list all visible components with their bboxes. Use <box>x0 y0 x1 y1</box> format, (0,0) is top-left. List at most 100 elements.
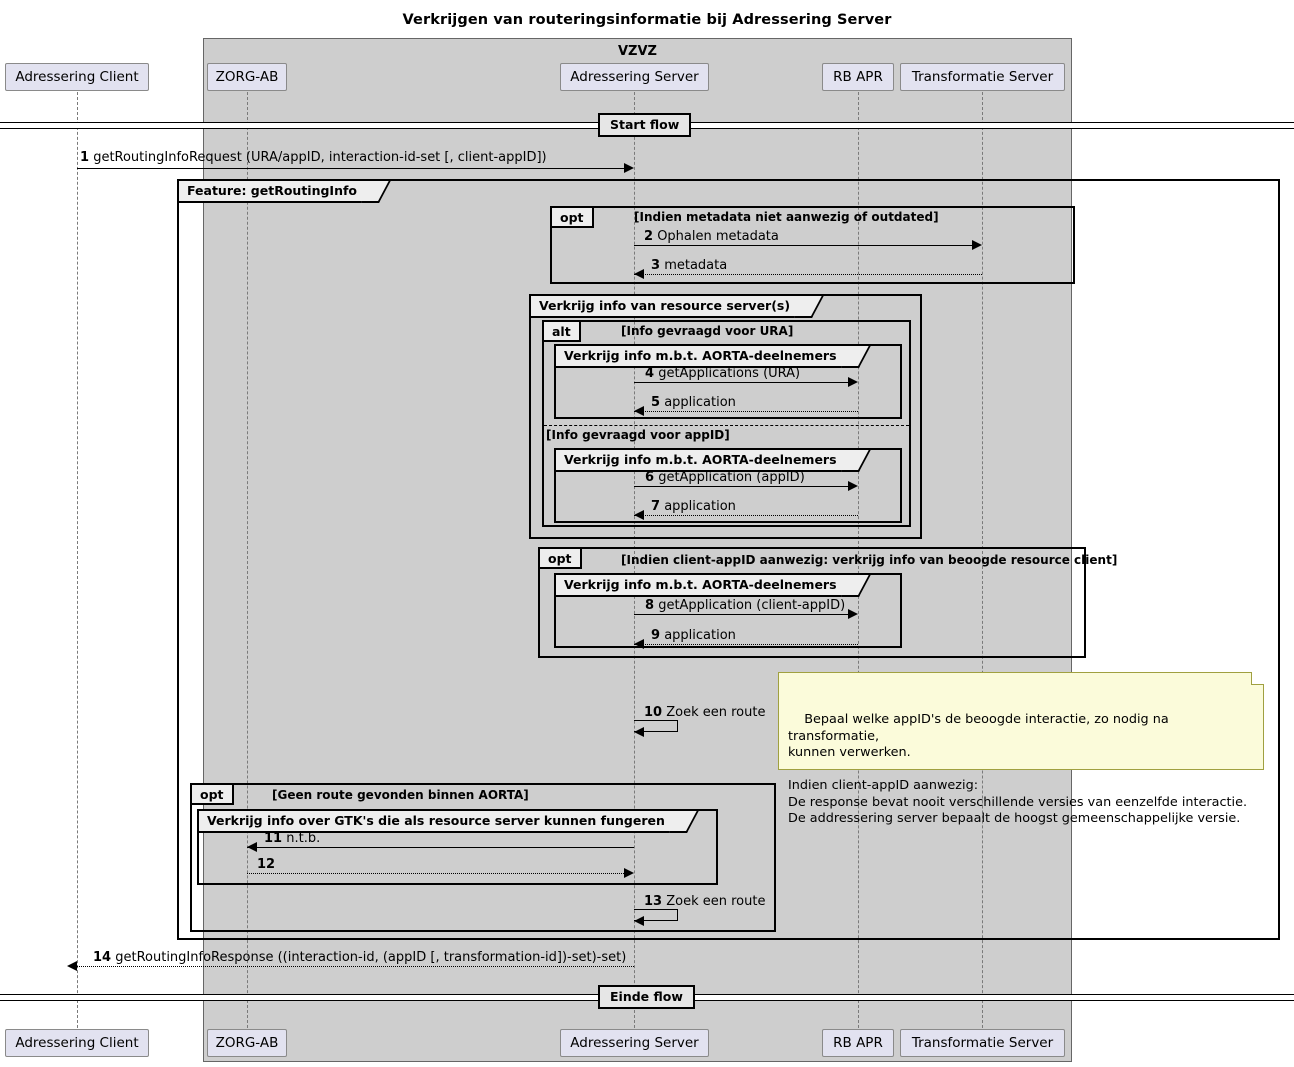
message-11-number: 11 <box>264 831 283 846</box>
message-12-label: 12 <box>257 857 275 872</box>
message-3-text: metadata <box>664 258 728 273</box>
note-text: Bepaal welke appID's de beoogde interact… <box>788 712 1248 826</box>
frame-alt-info-keyword: alt <box>552 324 571 339</box>
message-1-text: getRoutingInfoRequest (URA/appID, intera… <box>93 150 547 165</box>
frame-opt-geen-route-keyword: opt <box>200 787 224 802</box>
message-5-line <box>634 411 858 412</box>
participant-transformatie-server-top[interactable]: Transformatie Server <box>900 63 1065 91</box>
frame-opt-metadata <box>550 206 1075 284</box>
frame-opt-client-appid-condition: [Indien client-appID aanwezig: verkrijg … <box>621 553 1118 567</box>
message-1-arrowhead <box>624 163 634 173</box>
message-7-text: application <box>664 499 736 514</box>
message-6-label: 6 getApplication (appID) <box>645 470 805 485</box>
message-9-label: 9 application <box>651 628 736 643</box>
frame-group-aorta-2 <box>554 448 902 523</box>
message-7-number: 7 <box>651 499 661 514</box>
frame-group-resource-servers-tab: Verkrijg info van resource server(s) <box>531 296 813 318</box>
frame-alt-info <box>542 320 911 527</box>
group-box-vzvz: VZVZ <box>203 38 1072 1062</box>
message-14-arrowhead <box>67 961 77 971</box>
page-title: Verkrijgen van routeringsinformatie bij … <box>402 12 892 28</box>
message-10-number: 10 <box>644 705 663 720</box>
frame-group-gtk-tab: Verkrijg info over GTK's die als resourc… <box>199 811 687 833</box>
message-11-label: 11 n.t.b. <box>264 831 320 846</box>
lifeline-adressering-client <box>77 92 78 1028</box>
message-6-text: getApplication (appID) <box>658 470 805 485</box>
message-14-text: getRoutingInfoResponse ((interaction-id,… <box>115 950 627 965</box>
message-14-label: 14 getRoutingInfoResponse ((interaction-… <box>93 950 626 965</box>
message-14-number: 14 <box>93 950 112 965</box>
message-12-number: 12 <box>257 857 276 872</box>
participant-adressering-client-top[interactable]: Adressering Client <box>5 63 149 91</box>
message-8-label: 8 getApplication (client-appID) <box>645 598 845 613</box>
message-2-number: 2 <box>644 229 654 244</box>
message-3-label: 3 metadata <box>651 258 727 273</box>
frame-group-aorta-1-tab: Verkrijg info m.b.t. AORTA-deelnemers <box>556 346 859 368</box>
frame-group-aorta-3-tab: Verkrijg info m.b.t. AORTA-deelnemers <box>556 575 859 597</box>
message-11-line <box>247 847 634 848</box>
frame-opt-metadata-tab: opt <box>552 208 594 228</box>
lifeline-zorg-ab <box>247 92 248 1028</box>
message-8-arrowhead <box>848 609 858 619</box>
frame-group-gtk-label: Verkrijg info over GTK's die als resourc… <box>207 813 665 828</box>
message-2-arrowhead <box>972 240 982 250</box>
frame-group-aorta-1 <box>554 344 902 419</box>
frame-group-aorta-3 <box>554 573 902 648</box>
message-11-arrowhead <box>247 842 257 852</box>
frame-feature-getroutinginfo <box>177 179 1280 940</box>
message-2-line <box>634 245 972 246</box>
message-1-line <box>77 168 625 169</box>
message-12-arrowhead <box>624 868 634 878</box>
message-7-label: 7 application <box>651 499 736 514</box>
participant-transformatie-server-bottom[interactable]: Transformatie Server <box>900 1029 1065 1057</box>
message-7-line <box>634 515 858 516</box>
participant-zorg-ab-top[interactable]: ZORG-AB <box>207 63 287 91</box>
divider-start-flow: Start flow <box>598 113 692 137</box>
frame-feature-label: Feature: getRoutingInfo <box>187 183 358 198</box>
message-4-arrowhead <box>848 377 858 387</box>
message-4-label: 4 getApplications (URA) <box>645 366 800 381</box>
message-10-text: Zoek een route <box>666 705 766 720</box>
frame-feature-tab: Feature: getRoutingInfo <box>179 181 380 203</box>
message-4-line <box>634 382 848 383</box>
frame-group-resource-servers <box>529 294 922 539</box>
message-6-arrowhead <box>848 481 858 491</box>
message-4-number: 4 <box>645 366 655 381</box>
message-5-arrowhead <box>634 406 644 416</box>
frame-opt-metadata-condition: [Indien metadata niet aanwezig of outdat… <box>634 210 939 224</box>
frame-group-resource-servers-label: Verkrijg info van resource server(s) <box>539 298 791 313</box>
message-6-number: 6 <box>645 470 655 485</box>
message-13-self-loop <box>634 909 678 921</box>
participant-rb-apr-bottom[interactable]: RB APR <box>822 1029 894 1057</box>
frame-opt-geen-route-tab: opt <box>192 785 234 805</box>
frame-opt-metadata-keyword: opt <box>560 210 584 225</box>
frame-alt-else-condition: [Info gevraagd voor appID] <box>546 428 730 442</box>
participant-zorg-ab-bottom[interactable]: ZORG-AB <box>207 1029 287 1057</box>
frame-opt-client-appid-tab: opt <box>540 549 582 569</box>
message-11-text: n.t.b. <box>286 831 321 846</box>
participant-adressering-client-bottom[interactable]: Adressering Client <box>5 1029 149 1057</box>
message-5-text: application <box>664 395 736 410</box>
message-9-text: application <box>664 628 736 643</box>
message-12-line <box>247 873 624 874</box>
message-1-number: 1 <box>80 150 90 165</box>
message-13-arrowhead <box>634 916 644 926</box>
frame-group-aorta-2-tab: Verkrijg info m.b.t. AORTA-deelnemers <box>556 450 859 472</box>
message-13-label: 13 Zoek een route <box>644 894 765 909</box>
message-5-label: 5 application <box>651 395 736 410</box>
message-1-label: 1 getRoutingInfoRequest (URA/appID, inte… <box>80 150 547 165</box>
participant-adressering-server-bottom[interactable]: Adressering Server <box>560 1029 709 1057</box>
message-14-line <box>77 966 634 967</box>
message-3-number: 3 <box>651 258 661 273</box>
message-13-number: 13 <box>644 894 663 909</box>
message-8-line <box>634 614 848 615</box>
participant-rb-apr-top[interactable]: RB APR <box>822 63 894 91</box>
message-2-label: 2 Ophalen metadata <box>644 229 779 244</box>
participant-adressering-server-top[interactable]: Adressering Server <box>560 63 709 91</box>
message-9-number: 9 <box>651 628 661 643</box>
group-box-label: VZVZ <box>618 44 657 59</box>
lifeline-transformatie-server <box>982 92 983 1028</box>
message-6-line <box>634 486 848 487</box>
frame-opt-client-appid <box>538 547 1086 658</box>
